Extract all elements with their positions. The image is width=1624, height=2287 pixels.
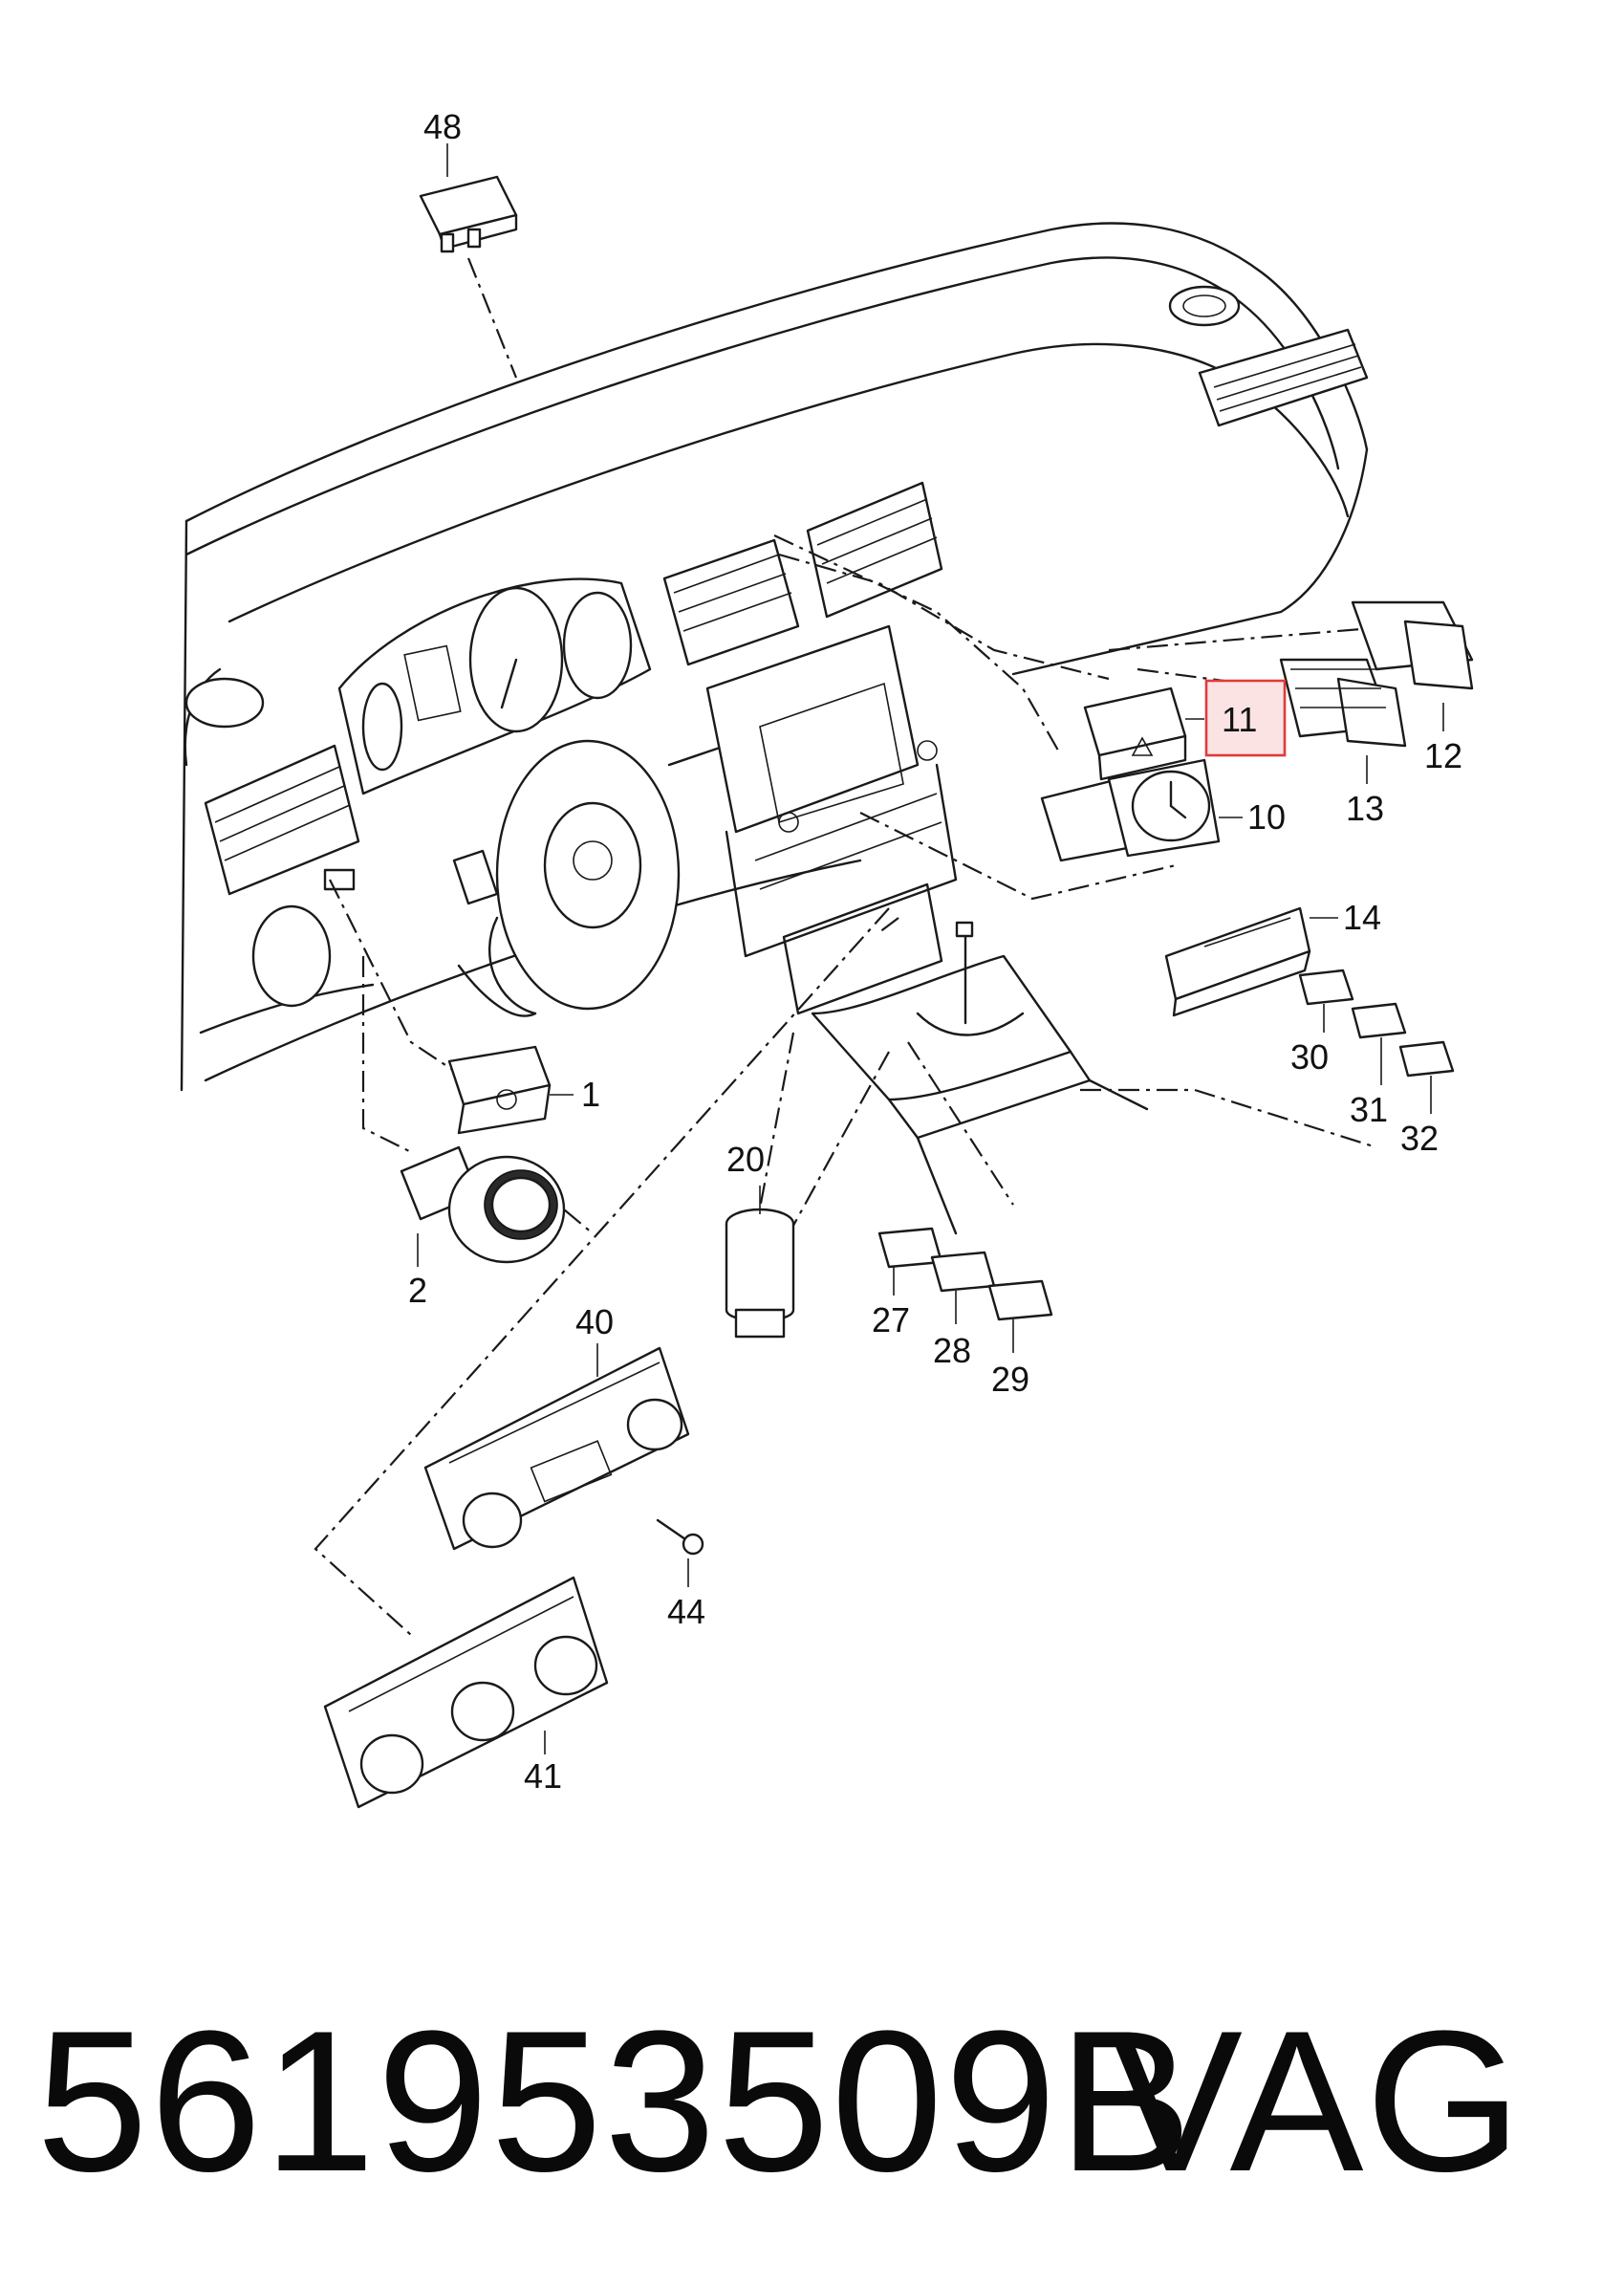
part-41-climate-control xyxy=(323,1576,609,1809)
callout-29: 29 xyxy=(991,1360,1029,1399)
callout-40: 40 xyxy=(575,1302,614,1341)
callout-32: 32 xyxy=(1400,1119,1439,1158)
callout-11: 11 xyxy=(1222,700,1257,739)
part-11-hazard-switch xyxy=(1083,686,1187,781)
callout-27: 27 xyxy=(872,1300,910,1340)
part-number: 561953509B xyxy=(36,1989,1194,2213)
callout-28: 28 xyxy=(933,1331,971,1370)
part-27-28-29-caps xyxy=(877,1227,1053,1321)
callout-labels: 48 1 2 10 11 12 13 14 20 27 28 29 30 31 … xyxy=(408,107,1462,1796)
callout-13: 13 xyxy=(1346,789,1384,828)
part-10-clock xyxy=(1040,758,1221,862)
part-2-light-switch xyxy=(400,1145,566,1264)
part-48-vent-clip xyxy=(419,175,518,253)
callout-10: 10 xyxy=(1247,797,1286,837)
brand-label: VAG xyxy=(1109,1989,1524,2213)
part-44-screw xyxy=(656,1518,704,1556)
part-40-climate-control xyxy=(423,1346,690,1551)
callout-14: 14 xyxy=(1343,898,1381,937)
callout-30: 30 xyxy=(1290,1037,1329,1077)
part-30-31-32-caps xyxy=(1298,969,1455,1078)
callout-41: 41 xyxy=(524,1756,562,1796)
leader-lines xyxy=(314,257,1397,1636)
part-1-switch xyxy=(447,1045,552,1135)
part-12-13-switches xyxy=(1279,600,1474,748)
highlight-box-11 xyxy=(1204,679,1287,757)
callout-ticks xyxy=(417,143,1444,1754)
callout-44: 44 xyxy=(667,1592,705,1631)
part-20-socket xyxy=(725,1208,795,1339)
dashboard-illustration xyxy=(180,222,1369,1235)
callout-48: 48 xyxy=(423,107,462,146)
part-14-switch-strip xyxy=(1164,906,1311,1017)
callout-2: 2 xyxy=(408,1271,427,1310)
callout-31: 31 xyxy=(1350,1090,1388,1129)
callout-20: 20 xyxy=(726,1140,765,1179)
callout-1: 1 xyxy=(581,1075,600,1114)
callout-12: 12 xyxy=(1424,736,1462,775)
